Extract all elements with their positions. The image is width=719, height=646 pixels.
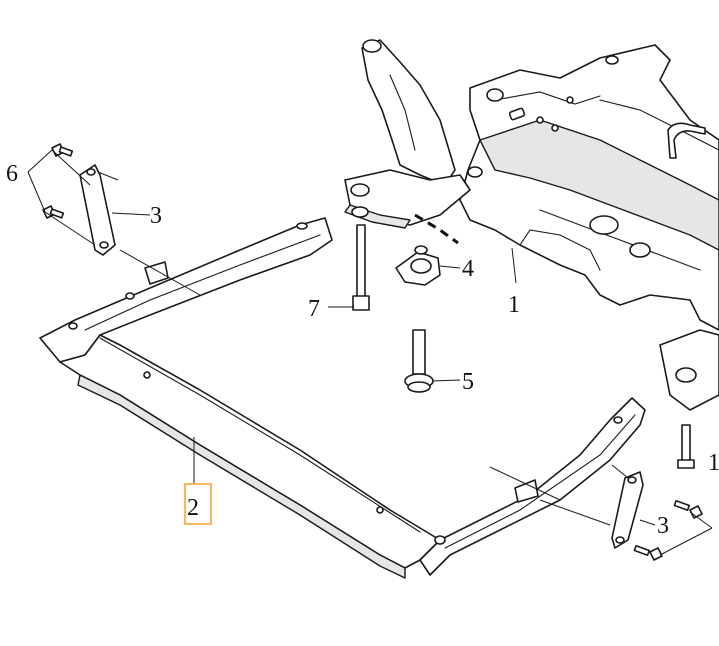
callout-3-right: 3 xyxy=(657,513,669,539)
leader-lines xyxy=(27,149,713,556)
bracket-part-3-left xyxy=(79,164,116,256)
assembly-dashed-line xyxy=(414,213,459,245)
bracket-part-4 xyxy=(395,245,441,286)
crossmember-part-2 xyxy=(39,217,646,579)
mount-tower xyxy=(344,39,483,229)
callout-4: 4 xyxy=(462,256,474,282)
callout-1: 1 xyxy=(508,292,520,318)
callout-2: 2 xyxy=(187,495,199,521)
callout-1-right: 1 xyxy=(708,450,719,476)
callout-7: 7 xyxy=(308,296,320,322)
callout-3-left: 3 xyxy=(150,203,162,229)
callout-2-highlight xyxy=(184,483,212,525)
callout-6: 6 xyxy=(6,161,18,187)
subframe-part-1 xyxy=(459,44,719,469)
bolt-part-5 xyxy=(404,329,434,393)
bolt-part-7 xyxy=(352,224,370,311)
bolts-part-6 xyxy=(42,143,703,561)
callout-5: 5 xyxy=(462,369,474,395)
bracket-part-3-right xyxy=(611,471,644,549)
